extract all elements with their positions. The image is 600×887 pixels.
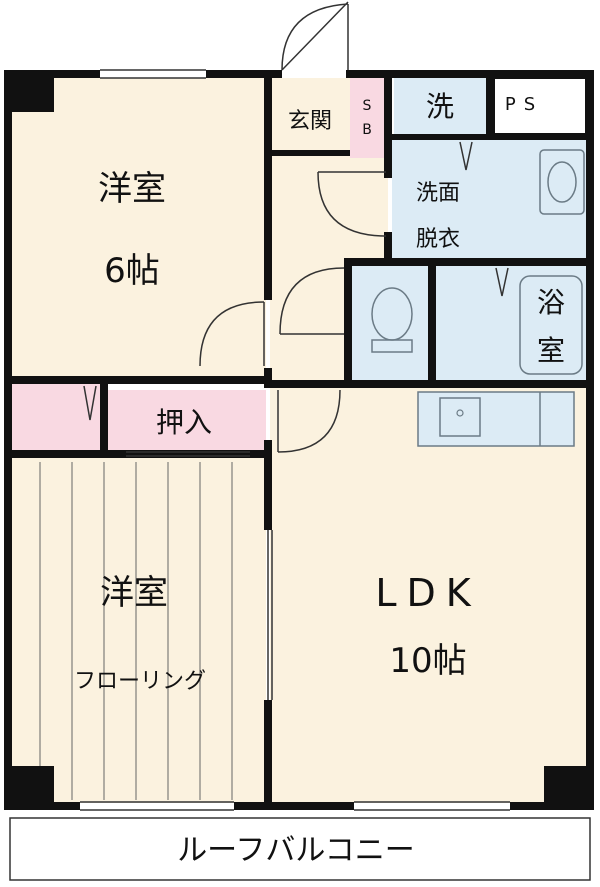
- kitchen-drain-icon: [456, 409, 464, 417]
- doors: [83, 1, 509, 453]
- western-room-bottom-note: フローリング: [74, 669, 206, 694]
- bathroom-label-2: 室: [537, 334, 565, 367]
- closet-label: 押入: [156, 406, 212, 439]
- western-room-top-name: 洋室: [98, 169, 166, 209]
- sliding-doors: [126, 451, 273, 700]
- ldk-area: [270, 385, 586, 803]
- flooring-stripes: [39, 462, 233, 800]
- kitchen-counter: [417, 391, 575, 447]
- walls: [4, 70, 594, 810]
- washing-machine-area: [394, 78, 486, 136]
- closet-left-area: [12, 382, 100, 452]
- western-room-top-size: 6帖: [104, 251, 160, 291]
- pipe-space-box: [493, 77, 587, 135]
- washing-machine-label: 洗: [426, 90, 454, 123]
- bathtub-icon: [519, 275, 583, 375]
- entrance-label: 玄関: [288, 109, 332, 134]
- western-room-top-area: [12, 78, 266, 380]
- washroom-label-1: 洗面: [416, 181, 460, 206]
- washbasin-bowl-icon: [547, 161, 577, 203]
- closet-area: [108, 390, 266, 452]
- shoe-box-label-b: B: [362, 122, 372, 138]
- toilet-area: [350, 264, 430, 382]
- western-room-bottom-name: 洋室: [100, 573, 168, 613]
- ldk-size: 10帖: [389, 641, 466, 681]
- balcony-area: [9, 817, 591, 881]
- balcony-label: ルーフバルコニー: [177, 833, 415, 868]
- windows: [80, 69, 510, 811]
- ldk-name: LDK: [375, 571, 480, 615]
- toilet-bowl-icon: [371, 287, 413, 341]
- bathroom-label-1: 浴: [537, 286, 565, 319]
- pipe-space-label: PS: [505, 94, 543, 115]
- washbasin-icon: [539, 149, 585, 215]
- western-room-bottom-area: [12, 458, 266, 803]
- shoe-box-label-s: S: [363, 98, 372, 114]
- kitchen-sink-icon: [439, 397, 481, 437]
- shoe-box-area: [350, 78, 384, 158]
- washroom-label-2: 脱衣: [416, 227, 460, 252]
- bathroom-area: [434, 264, 588, 382]
